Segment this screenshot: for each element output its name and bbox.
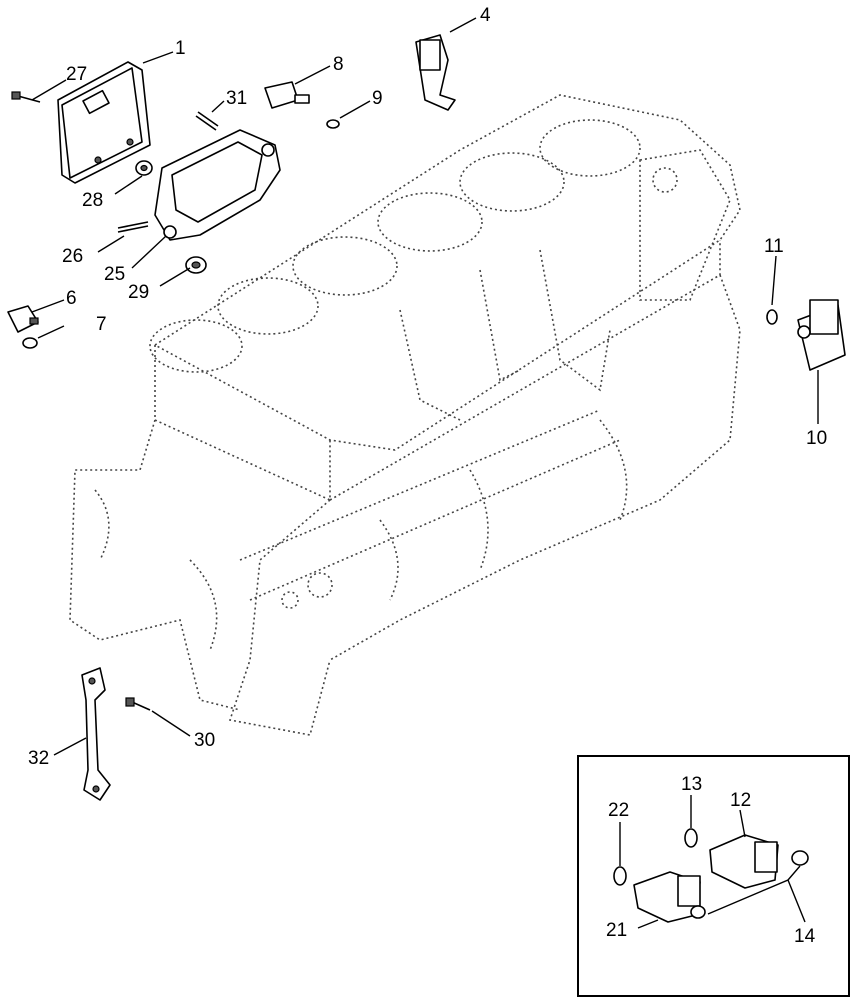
stud-31: [195, 111, 219, 131]
ground-strap-32: [81, 667, 111, 801]
stud-26: [117, 221, 149, 233]
callout-28: 28: [82, 190, 103, 211]
leader-lines: [31, 17, 819, 929]
sensor-6: [7, 305, 39, 333]
callout-12: 12: [730, 790, 751, 811]
callout-14: 14: [794, 926, 816, 947]
callout-13: 13: [681, 774, 702, 795]
ecu-bracket: [154, 129, 281, 241]
callout-31: 31: [226, 88, 247, 109]
callout-9: 9: [372, 88, 383, 109]
bolt-30: [125, 697, 151, 711]
callout-labels: 1 27 28 31 26 25 29 8 9 4 6 7 11 10 30 3…: [28, 5, 827, 947]
callout-4: 4: [480, 5, 491, 26]
speed-sensor-21: [633, 871, 701, 923]
callout-11: 11: [764, 236, 784, 257]
screw-14: [690, 850, 809, 919]
bolt-27: [11, 91, 41, 103]
sensor-4: [415, 34, 456, 111]
temperature-sensor-8: [264, 81, 310, 109]
plug-29: [185, 256, 207, 274]
engine-block-outline: [69, 94, 741, 736]
callout-27: 27: [66, 64, 87, 85]
callout-6: 6: [66, 288, 77, 309]
callout-25: 25: [104, 264, 125, 285]
o-ring-9: [326, 119, 340, 129]
speed-sensor-12: [709, 834, 779, 889]
callout-10: 10: [806, 428, 827, 449]
spacer-28: [135, 160, 153, 176]
callout-1: 1: [175, 38, 186, 59]
callout-21: 21: [606, 920, 627, 941]
callout-29: 29: [128, 282, 149, 303]
o-ring-13: [684, 828, 698, 848]
o-ring-11: [766, 309, 778, 325]
inset-box: [577, 755, 850, 997]
o-ring-22: [613, 866, 627, 886]
callout-7: 7: [96, 314, 107, 335]
callout-30: 30: [194, 730, 215, 751]
o-ring-7: [22, 337, 38, 349]
map-sensor-10: [797, 299, 846, 371]
callout-8: 8: [333, 54, 344, 75]
ecu-module: [57, 61, 151, 184]
callout-32: 32: [28, 748, 49, 769]
callout-26: 26: [62, 246, 83, 267]
callout-22: 22: [608, 800, 629, 821]
